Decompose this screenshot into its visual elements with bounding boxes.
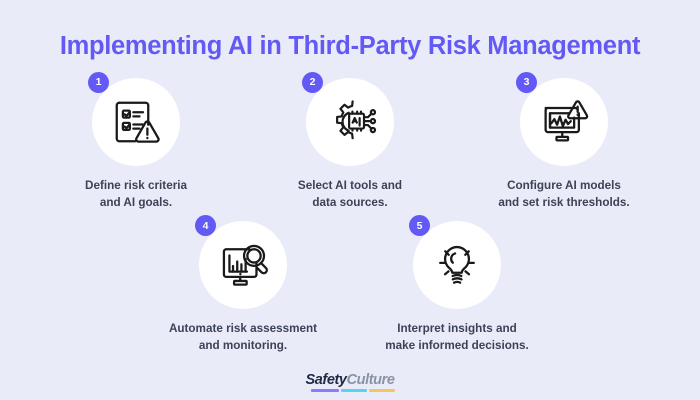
step-1-caption: Define risk criteria and AI goals. bbox=[85, 179, 187, 209]
lightbulb-idea-icon bbox=[429, 237, 485, 293]
step-5-icon-wrap: 5 bbox=[409, 215, 501, 310]
step-item-5[interactable]: 5 bbox=[371, 215, 543, 354]
footer: SafetyCulture bbox=[0, 371, 700, 392]
step-2-circle bbox=[306, 78, 394, 167]
steps-row-top: 1 bbox=[50, 72, 650, 211]
monitor-risk-alert-icon bbox=[536, 94, 592, 150]
logo-bar-yellow bbox=[369, 389, 396, 392]
checklist-warning-icon bbox=[108, 94, 164, 150]
ai-gear-chip-icon bbox=[322, 94, 378, 150]
step-3-caption: Configure AI models and set risk thresho… bbox=[498, 179, 630, 209]
steps-container: 1 bbox=[0, 60, 700, 354]
step-1-icon-wrap: 1 bbox=[88, 72, 180, 167]
step-4-caption: Automate risk assessment and monitoring. bbox=[168, 322, 318, 352]
logo-bar-purple bbox=[311, 389, 340, 392]
safetyculture-logo[interactable]: SafetyCulture bbox=[305, 371, 396, 392]
step-3-circle bbox=[520, 78, 608, 167]
step-2-caption: Select AI tools and data sources. bbox=[297, 179, 403, 209]
step-3-icon-wrap: 3 bbox=[516, 72, 608, 167]
step-4-badge: 4 bbox=[195, 215, 216, 237]
logo-text-culture: Culture bbox=[346, 371, 395, 388]
steps-row-bottom: 4 bbox=[157, 215, 543, 354]
monitor-bar-chart-magnifier-icon bbox=[215, 237, 271, 293]
step-4-icon-wrap: 4 bbox=[195, 215, 287, 310]
logo-color-bars bbox=[311, 389, 396, 392]
step-5-circle bbox=[413, 221, 501, 310]
step-2-badge: 2 bbox=[302, 72, 323, 94]
step-2-icon-wrap: 2 bbox=[302, 72, 394, 167]
page-title: Implementing AI in Third-Party Risk Mana… bbox=[59, 32, 641, 60]
step-5-caption: Interpret insights and make informed dec… bbox=[385, 322, 529, 352]
step-1-circle bbox=[92, 78, 180, 167]
step-5-badge: 5 bbox=[409, 215, 430, 237]
step-3-badge: 3 bbox=[516, 72, 537, 94]
step-item-4[interactable]: 4 bbox=[157, 215, 329, 354]
logo-bar-cyan bbox=[341, 389, 368, 392]
logo-text-safety: Safety bbox=[305, 371, 347, 388]
step-item-2[interactable]: 2 bbox=[264, 72, 436, 211]
step-1-badge: 1 bbox=[88, 72, 109, 94]
step-4-circle bbox=[199, 221, 287, 310]
step-item-1[interactable]: 1 bbox=[50, 72, 222, 211]
step-item-3[interactable]: 3 bbox=[478, 72, 650, 211]
